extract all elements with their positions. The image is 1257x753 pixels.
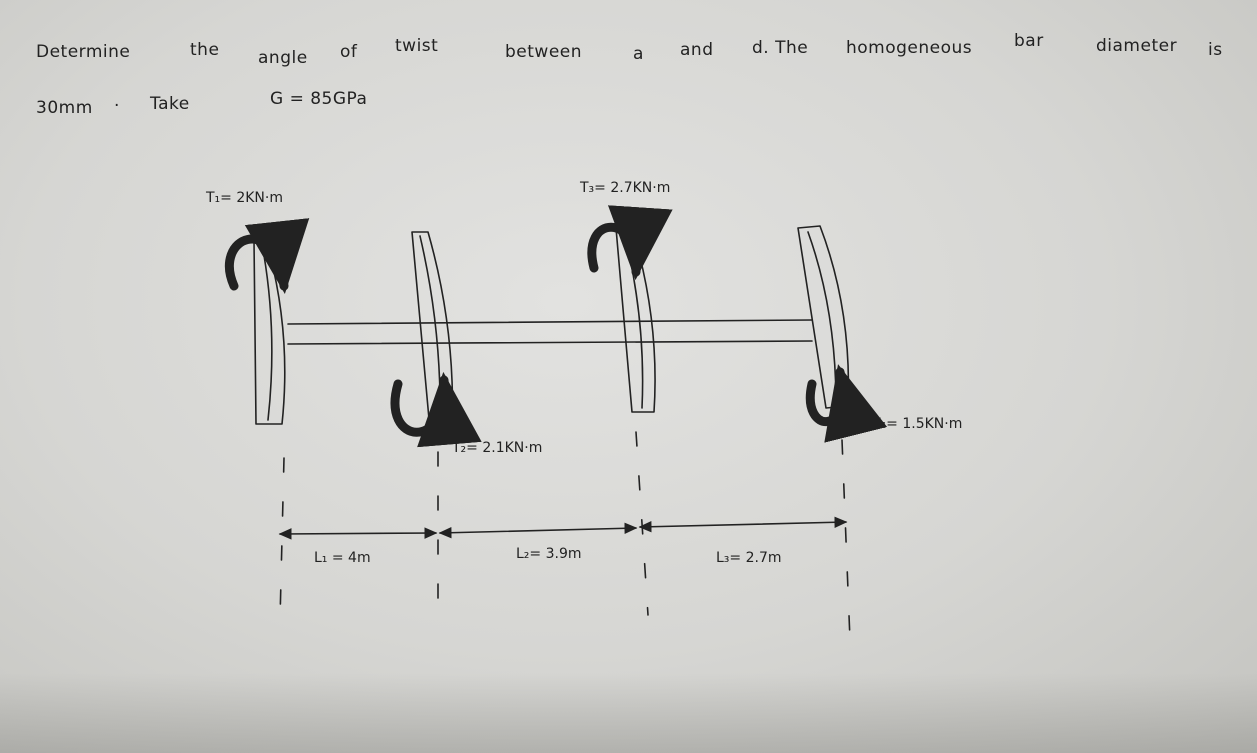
problem-word: a [633, 44, 644, 64]
torque-label-t3: T₃= 2.7KN·m [579, 180, 670, 196]
length-label-l1: L₁ = 4m [314, 550, 371, 566]
problem-word: angle [258, 48, 308, 68]
problem-word: and [680, 40, 714, 60]
torque-arrow-t2 [390, 371, 482, 448]
problem-word: Determine [36, 42, 131, 62]
length-label-l2: L₂= 3.9m [516, 546, 582, 562]
shaft [287, 319, 813, 345]
problem-word: bar [1014, 31, 1044, 51]
problem-word: twist [395, 36, 439, 56]
problem-word: the [190, 40, 220, 60]
dimension-line [278, 516, 848, 540]
problem-word: d. The [752, 38, 809, 58]
problem-word: G = 85GPa [270, 89, 368, 109]
problem-word: Take [150, 94, 190, 114]
problem-word: · [114, 96, 120, 116]
problem-word: homogeneous [846, 38, 973, 58]
torque-arrow-t3 [587, 205, 673, 281]
problem-word: diameter [1096, 36, 1178, 56]
problem-word: 30mm [36, 98, 93, 118]
torque-label-t4: T₄= 1.5KN·m [871, 416, 962, 432]
torque-label-t1: T₁= 2KN·m [205, 190, 283, 206]
length-label-l3: L₃= 2.7m [716, 550, 782, 566]
problem-word: between [505, 42, 583, 62]
extension-lines [279, 431, 851, 641]
torque-label-t2: T₂= 2.1KN·m [451, 440, 542, 456]
torque-arrow-t4 [805, 364, 888, 443]
problem-word: of [340, 42, 358, 62]
problem-word: is [1208, 40, 1223, 60]
torque-arrow-t1 [224, 218, 310, 295]
